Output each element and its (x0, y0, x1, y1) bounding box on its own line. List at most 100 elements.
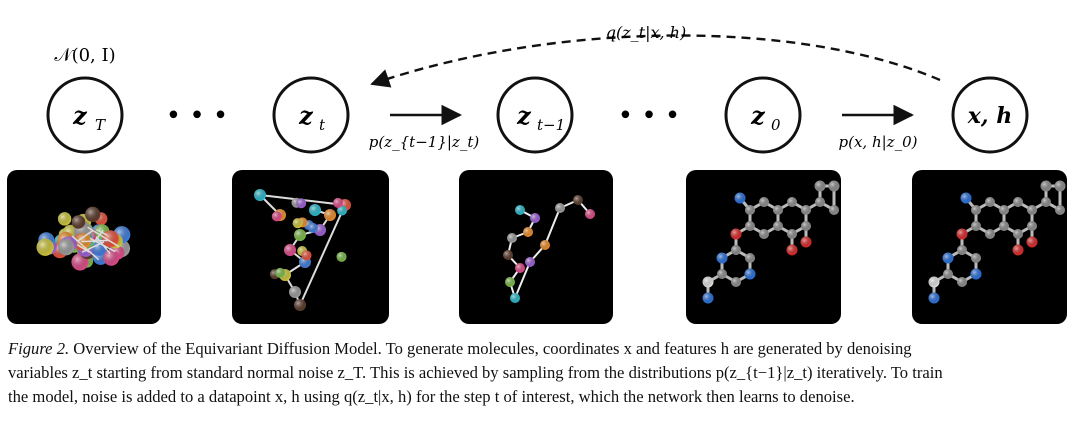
atom-shade (254, 189, 266, 201)
prior-label: 𝒩(0, I) (54, 45, 115, 66)
atom-shade (787, 229, 797, 239)
node-z0: z 0 (724, 76, 802, 154)
atom-shade (730, 228, 742, 240)
atom-shade (58, 239, 75, 256)
atom-shade (540, 240, 550, 250)
atom-shade (515, 205, 525, 215)
atom-shade (744, 268, 756, 280)
bond (544, 207, 561, 246)
bond (514, 261, 531, 299)
atom-shade (309, 204, 321, 216)
svg-text:z: z (750, 101, 766, 130)
atom-shade (745, 221, 755, 231)
atom-shade (1026, 236, 1038, 248)
atom-shade (814, 180, 826, 192)
forward-process-label: q(z_t|x, h) (606, 23, 686, 42)
svg-text:z: z (72, 101, 88, 130)
atom-shade (956, 228, 968, 240)
atom-shade (1041, 197, 1051, 207)
atom-shade (702, 292, 714, 304)
ellipsis-1: • • • (166, 101, 229, 131)
figure-caption: Figure 2. Overview of the Equivariant Di… (8, 337, 1074, 409)
svg-text:z: z (298, 101, 314, 130)
svg-text:x, h: x, h (967, 103, 1012, 129)
atom-shade (510, 293, 520, 303)
figure-label: Figure 2. (8, 339, 70, 358)
ellipsis-2: • • • (618, 101, 681, 131)
atom-shade (773, 205, 783, 215)
atom-shade (943, 269, 953, 279)
atom-shade (573, 195, 583, 205)
bond (71, 235, 100, 261)
atom-shade (85, 206, 101, 222)
atom-shade (957, 245, 967, 255)
atom-shade (716, 252, 728, 264)
node-zT: z T (46, 76, 124, 154)
forward-process-arrow (370, 34, 941, 88)
bond (81, 241, 105, 253)
atom-shade (525, 257, 535, 267)
atom-shade (971, 253, 981, 263)
atom-shade (336, 251, 347, 262)
atom-shade (786, 244, 798, 256)
node-zt-minus-1: z t−1 (496, 76, 574, 154)
atom-shade (970, 268, 982, 280)
atom-shade (960, 192, 972, 204)
atom-shade (294, 229, 306, 241)
atom-shade (530, 213, 540, 223)
atom-shade (985, 229, 995, 239)
atom-shade (71, 215, 86, 229)
caption-line-3: the model, noise is added to a datapoint… (8, 387, 855, 406)
atom-shade (103, 249, 120, 266)
reverse-step-label: p(z_{t−1}|z_t) (369, 133, 480, 151)
node-data: x, h (951, 76, 1029, 154)
bond (76, 244, 90, 253)
atom-shade (985, 197, 995, 207)
atom-shade (324, 209, 336, 221)
atom-shade (505, 277, 515, 287)
atom-shade (829, 205, 839, 215)
atom-shade (284, 244, 296, 256)
caption-line-1: Overview of the Equivariant Diffusion Mo… (73, 339, 912, 358)
atom-shade (999, 221, 1009, 231)
atom-shade (523, 227, 533, 237)
svg-text:t−1: t−1 (537, 116, 565, 134)
atom-shade (971, 221, 981, 231)
atom-shade (745, 253, 755, 263)
atom-shade (731, 245, 741, 255)
atom-shade (507, 233, 517, 243)
node-zt: z t (272, 76, 350, 154)
atom-shade (585, 209, 595, 219)
svg-text:0: 0 (771, 116, 781, 134)
atom-shade (289, 286, 301, 298)
atom-shade (294, 299, 306, 311)
atom-shade (928, 292, 940, 304)
atom-shade (503, 250, 513, 260)
molecule-panel-zT (7, 170, 161, 324)
atom-shade (800, 236, 812, 248)
atom-shade (1027, 205, 1037, 215)
atom-shade (942, 252, 954, 264)
atom-shade (734, 192, 746, 204)
atom-shade (1027, 221, 1037, 231)
atom-shade (773, 221, 783, 231)
atom-shade (1013, 197, 1023, 207)
atom-shade (745, 205, 755, 215)
atom-shade (307, 222, 318, 233)
atom-shade (828, 180, 840, 192)
molecule-panel-z0 (686, 170, 841, 324)
molecule-panel-data (912, 170, 1067, 324)
atom-shade (999, 205, 1009, 215)
atom-shade (801, 221, 811, 231)
molecule-panel-zt-minus-1 (459, 170, 613, 324)
atom-shade (271, 211, 282, 222)
atom-shade (801, 205, 811, 215)
atom-shade (759, 197, 769, 207)
atom-shade (928, 276, 940, 288)
bond (93, 229, 104, 243)
atom-shade (296, 198, 307, 209)
atom-shade (275, 267, 286, 278)
molecule-panel-zt (232, 170, 389, 324)
atom-shade (333, 197, 344, 208)
svg-text:t: t (319, 116, 326, 134)
